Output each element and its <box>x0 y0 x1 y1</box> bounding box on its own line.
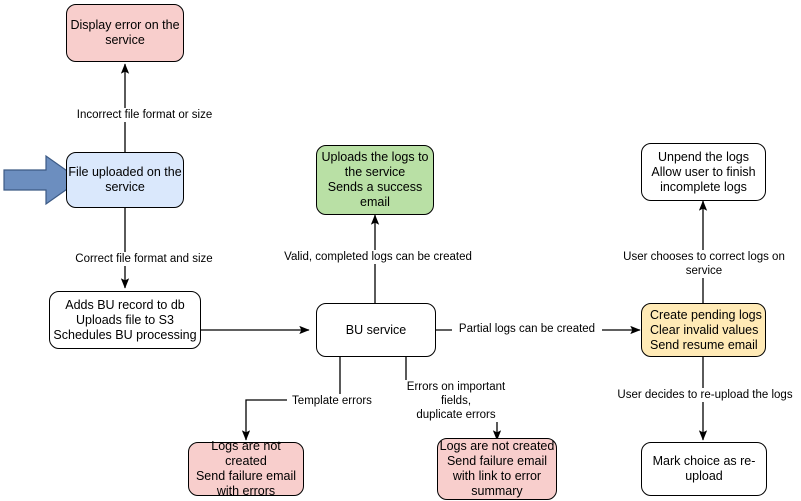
edge-label-errors-important: Errors on important fields, duplicate er… <box>392 380 520 422</box>
edge-label-template-errors: Template errors <box>287 394 377 408</box>
edge-label-partial-logs: Partial logs can be created <box>452 322 602 336</box>
node-logs-not-created-template[interactable]: Logs are not created Send failure email … <box>188 439 304 498</box>
node-unpend-logs[interactable]: Unpend the logs Allow user to finish inc… <box>641 143 766 201</box>
node-adds-bu-record[interactable]: Adds BU record to db Uploads file to S3 … <box>49 291 201 349</box>
edge-label-correct-format: Correct file format and size <box>56 252 232 266</box>
node-create-pending-logs[interactable]: Create pending logs Clear invalid values… <box>641 303 766 357</box>
node-display-error[interactable]: Display error on the service <box>66 4 184 62</box>
edge-label-user-reupload: User decides to re-upload the logs <box>610 388 800 402</box>
edge-label-incorrect-format: Incorrect file format or size <box>55 108 234 122</box>
edge-label-valid-logs: Valid, completed logs can be created <box>278 250 478 264</box>
node-mark-choice[interactable]: Mark choice as re- upload <box>641 442 767 496</box>
node-file-uploaded[interactable]: File uploaded on the service <box>66 152 184 208</box>
node-uploads-logs[interactable]: Uploads the logs to the service Sends a … <box>316 145 434 215</box>
node-bu-service[interactable]: BU service <box>316 303 436 357</box>
node-logs-not-created-fields[interactable]: Logs are not created Send failure email … <box>437 438 557 500</box>
edge-label-user-corrects: User chooses to correct logs on service <box>603 250 801 278</box>
